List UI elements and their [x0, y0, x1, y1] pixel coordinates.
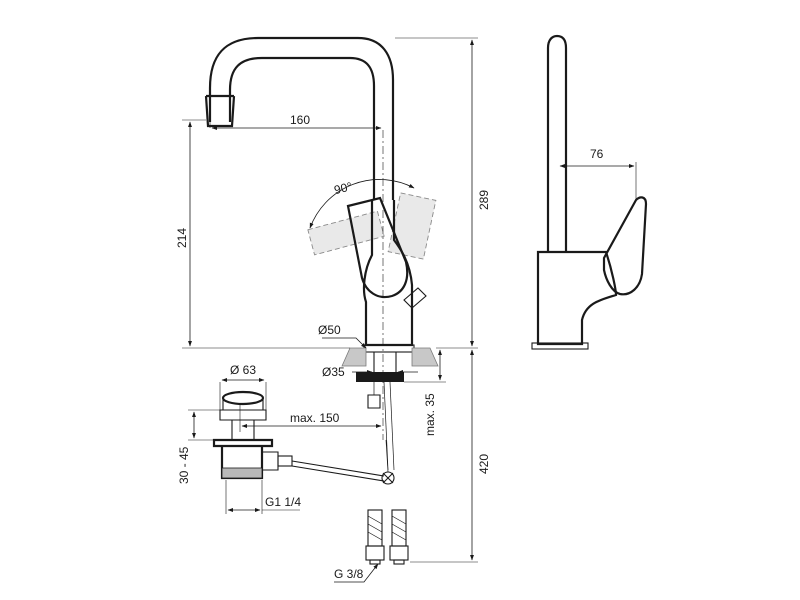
- label-lever-rotation: 90°: [333, 179, 354, 197]
- side-body: [536, 250, 618, 346]
- side-base: [531, 342, 589, 350]
- spout-outer: [208, 36, 395, 200]
- label-spout-height: 214: [175, 228, 189, 248]
- lever-handle: [346, 196, 409, 299]
- dimension-labels: 160 90° 214 289 76 Ø50 Ø35 max. 35 Ø 63 …: [175, 113, 604, 581]
- label-waste-plug-diameter: Ø 63: [230, 363, 256, 377]
- hose-connector: [367, 394, 381, 409]
- popup-waste: [212, 390, 395, 485]
- flex-hoses: [365, 509, 409, 565]
- label-base-diameter: Ø50: [318, 323, 341, 337]
- side-spout: [546, 34, 568, 252]
- faucet-front-view: [204, 36, 439, 471]
- label-hole-diameter: Ø35: [322, 365, 345, 379]
- label-max-thickness: max. 35: [423, 393, 437, 436]
- label-hose-thread: G 3/8: [334, 567, 364, 581]
- lever-ghost-right: [387, 192, 437, 260]
- label-pull-rod-length: max. 150: [290, 411, 340, 425]
- dimension-lines: [182, 37, 637, 583]
- spout-inner: [228, 56, 376, 200]
- label-hose-length: 420: [477, 454, 491, 474]
- fixing-plate: [356, 372, 404, 382]
- spout-aerator: [204, 94, 236, 128]
- popup-knob: [403, 287, 427, 309]
- countertop-left: [341, 347, 367, 367]
- label-waste-thread: G1 1/4: [265, 495, 301, 509]
- label-spout-reach: 160: [290, 113, 310, 127]
- pull-rod: [291, 460, 385, 477]
- plug-cap: [221, 390, 265, 406]
- faucet-side-view: [531, 34, 648, 350]
- label-total-height: 289: [477, 190, 491, 210]
- label-side-depth: 76: [590, 147, 604, 161]
- label-waste-height: 30 - 45: [177, 446, 191, 484]
- side-lever: [602, 196, 648, 296]
- waste-flange: [212, 438, 274, 448]
- countertop-right: [411, 347, 439, 367]
